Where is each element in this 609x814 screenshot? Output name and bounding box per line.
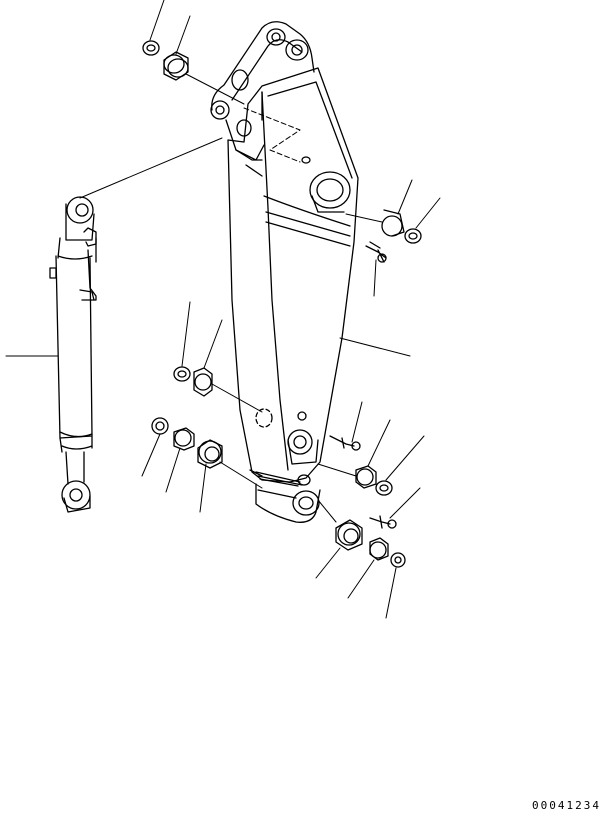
shim-ring [152,418,168,434]
arm-top-clevis-inner [232,40,302,100]
left-mid-parts [152,367,272,468]
cylinder-rod [66,452,84,484]
bushing [194,368,212,396]
arm-top-clevis [212,22,314,110]
shim-ring [143,41,159,55]
arm-upper-boss [310,172,350,208]
cylinder-barrel [56,256,92,438]
shim-ring [391,553,405,567]
pin-hole-dashed [256,409,272,427]
grease-fitting [370,518,390,524]
cylinder-bottom-eye [62,481,90,509]
arm-upper-left-hole [211,101,229,119]
bushing [370,538,388,560]
arm-side-pin-hole [286,40,308,60]
right-upper-parts [366,210,421,262]
bushing [198,440,222,468]
arm-outline [228,68,358,482]
shim-ring [405,229,421,243]
shim-ring [376,481,392,495]
right-lower-parts [330,436,405,567]
arm-bottom-pin-hole [293,491,319,515]
shim-ring [174,367,190,381]
arm-top-pin-hole [267,29,285,45]
grease-fitting [366,242,386,262]
reference-number: 00041234 [532,799,601,812]
cylinder-top-eye [67,197,93,223]
hydraulic-cylinder [50,197,96,512]
assembly-lines [80,74,382,522]
upper-pin-parts [143,41,188,80]
arm-structure [211,22,358,523]
arm-bottom-bracket [256,484,320,522]
bushing [164,52,188,80]
callout-leaders [6,0,440,618]
arm-lower-boss [288,430,312,454]
bushing [174,428,194,450]
bushing [336,520,362,550]
grease-fitting [330,436,354,446]
